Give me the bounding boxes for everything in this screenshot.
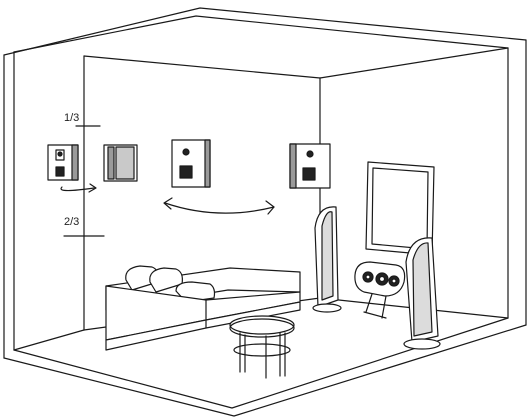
upper-fraction-label: 1/3 xyxy=(64,112,79,124)
tower-speaker-left xyxy=(313,207,341,312)
sofa xyxy=(106,266,300,350)
curved-arrow-icon xyxy=(61,184,96,192)
wall-speaker-center xyxy=(172,140,210,187)
back-wall-top-left xyxy=(84,56,320,78)
wall-speaker-right xyxy=(290,144,330,188)
back-wall-top-right xyxy=(320,48,508,78)
wall-speaker-left xyxy=(48,145,78,180)
tower-speaker-right xyxy=(404,238,440,349)
double-headed-arrow-icon xyxy=(164,198,274,214)
ceiling-outer-edge xyxy=(4,8,526,55)
center-speaker xyxy=(355,262,405,318)
wall-speaker-angled xyxy=(104,145,137,181)
floor-outer-edge xyxy=(4,325,526,416)
ceiling-inner-edge xyxy=(14,16,508,52)
floor-left-edge xyxy=(14,330,84,350)
side-table xyxy=(230,316,294,378)
room-walls xyxy=(4,8,526,416)
lower-fraction-label: 2/3 xyxy=(64,216,79,228)
